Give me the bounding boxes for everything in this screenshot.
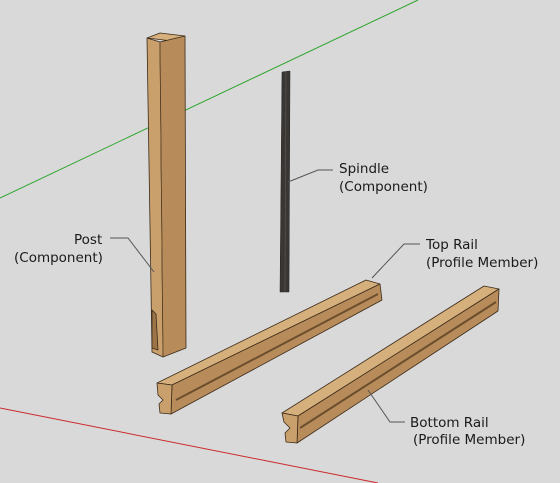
top-rail-leader [371, 243, 420, 279]
bottom-rail-label-line1: Bottom Rail [410, 415, 489, 431]
top-rail-label-line1: Top Rail [425, 237, 478, 253]
red-axis [0, 407, 379, 483]
spindle-label-line2: (Component) [339, 179, 428, 195]
spindle-label: Spindle (Component) [339, 161, 428, 195]
green-axis [0, 0, 419, 199]
bottom-rail-leader [367, 389, 405, 423]
top-rail-profile[interactable] [156, 279, 383, 415]
post-component[interactable] [146, 32, 187, 358]
bottom-rail-label: Bottom Rail (Profile Member) [410, 415, 525, 448]
post-leader [110, 237, 155, 273]
spindle-label-line1: Spindle [339, 161, 389, 177]
bottom-rail-profile[interactable] [281, 285, 500, 444]
top-rail-label-line2: (Profile Member) [426, 255, 538, 271]
post-label: Post (Component) [14, 232, 103, 266]
post-label-line1: Post [74, 232, 102, 248]
post-label-line2: (Component) [14, 250, 103, 266]
top-rail-label: Top Rail (Profile Member) [425, 237, 538, 271]
bottom-rail-label-line2: (Profile Member) [413, 432, 525, 448]
spindle-component[interactable] [279, 70, 291, 293]
spindle-leader [287, 169, 333, 183]
